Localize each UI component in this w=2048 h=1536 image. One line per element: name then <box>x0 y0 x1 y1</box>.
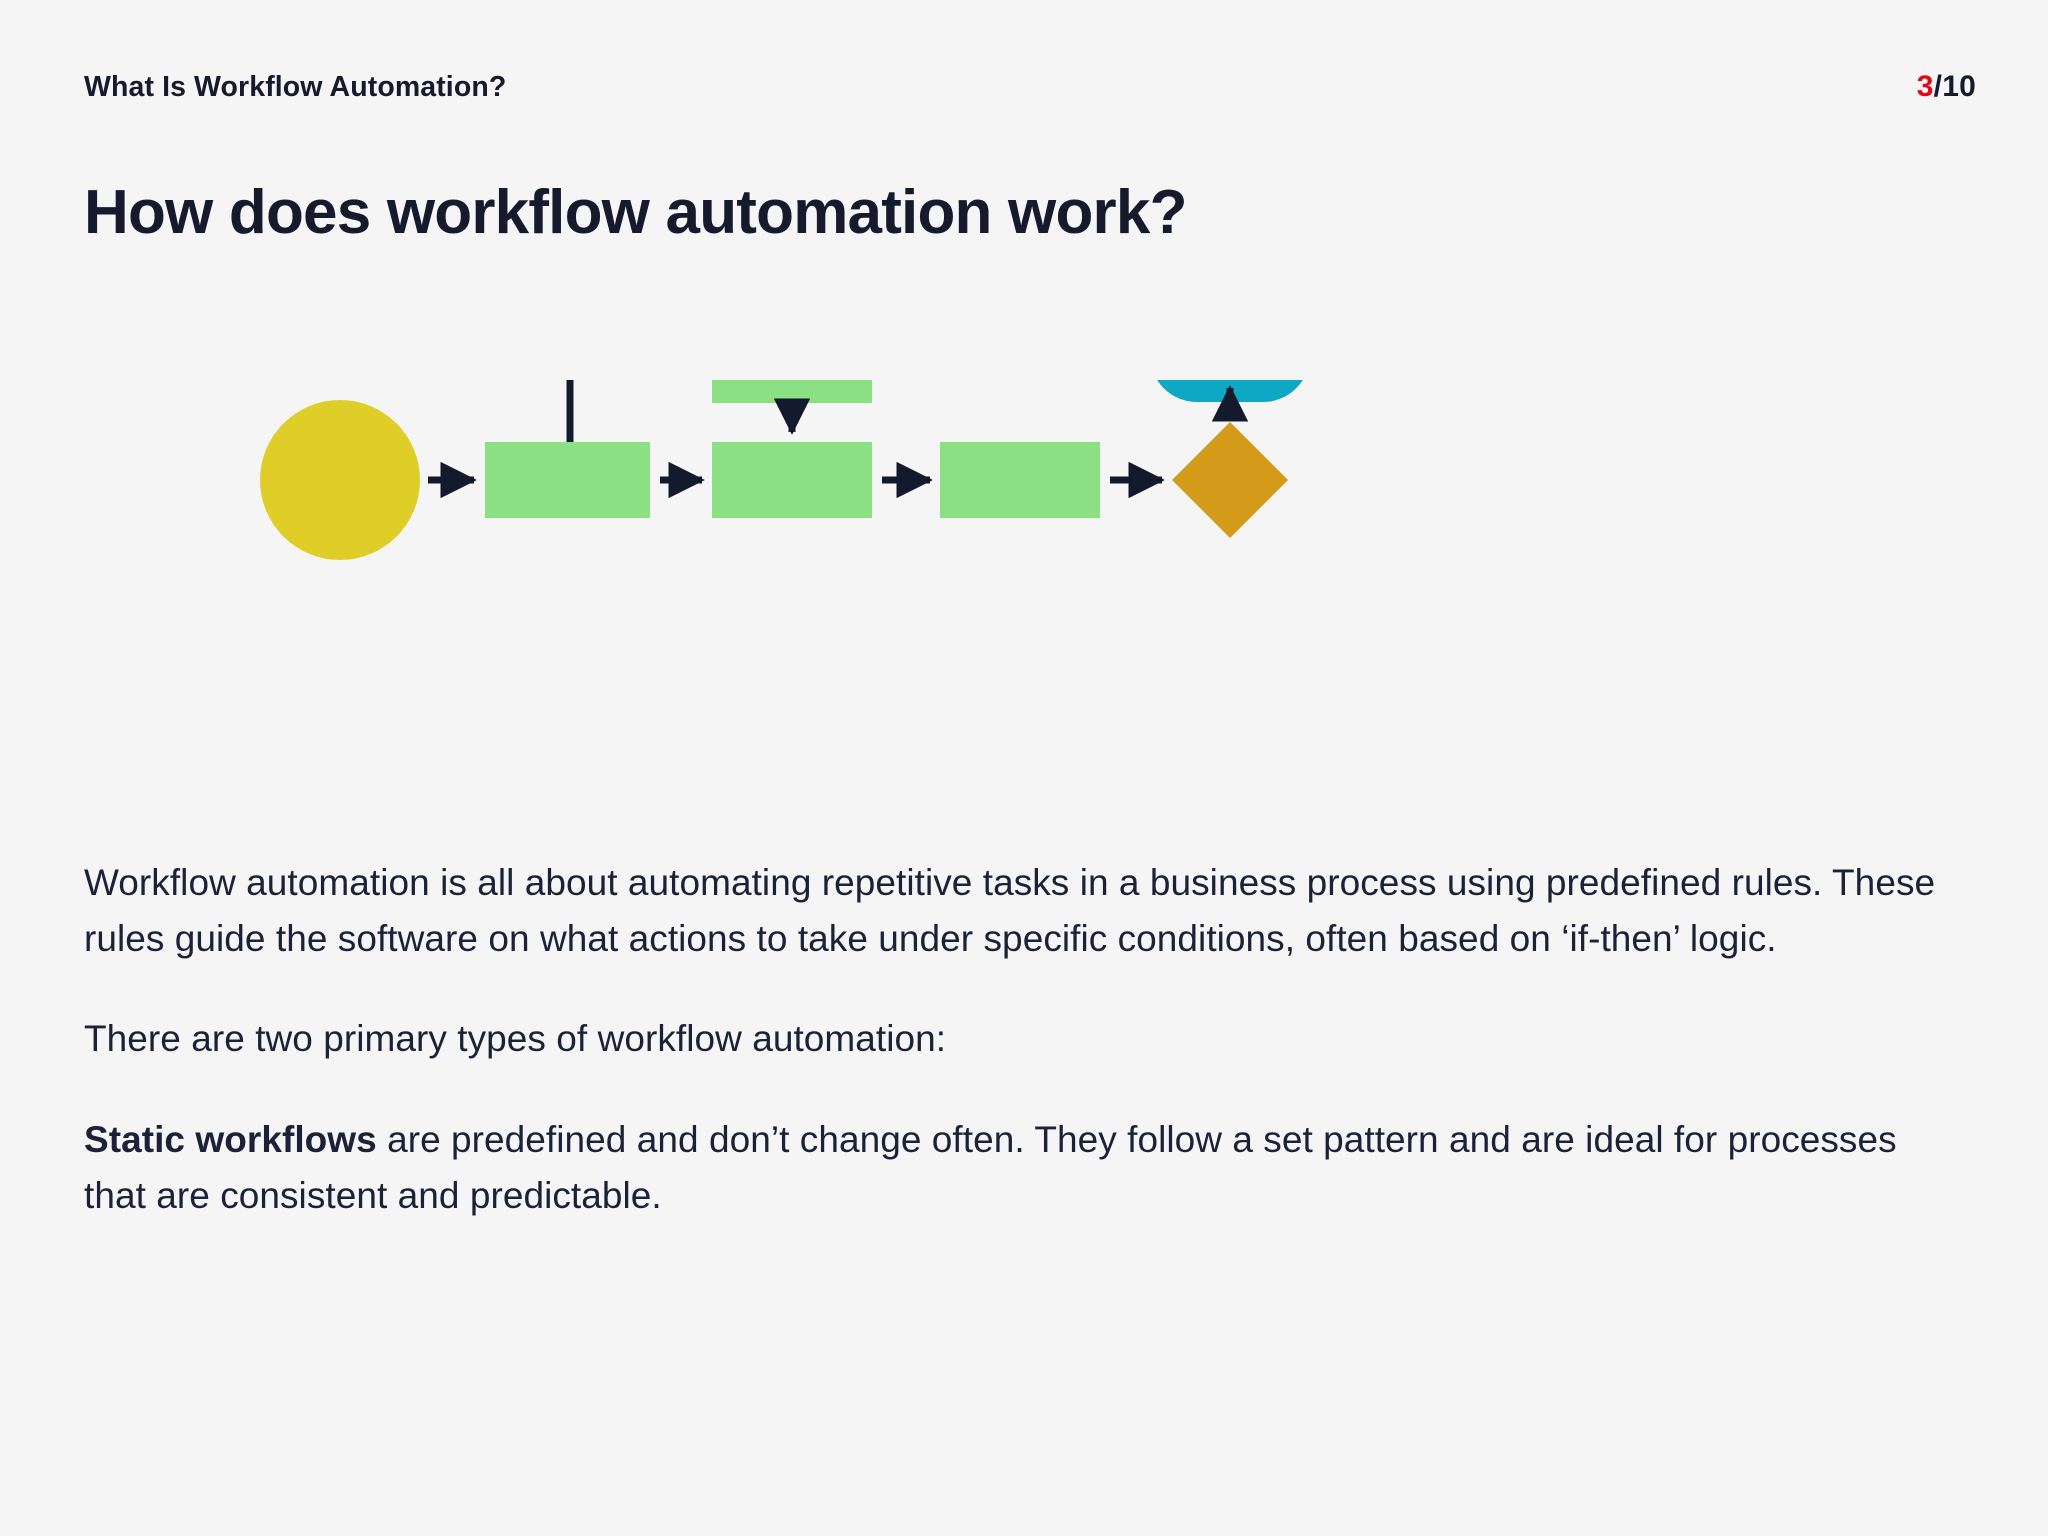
page-indicator: 3/10 <box>1917 70 1976 104</box>
deck-title-kicker: What Is Workflow Automation? <box>84 70 507 103</box>
workflow-diagram <box>0 380 2048 720</box>
page-separator: / <box>1933 70 1943 103</box>
static-workflows-term: Static workflows <box>84 1118 377 1160</box>
node-decision-diamond <box>1172 422 1288 538</box>
node-process-top <box>712 380 872 403</box>
page-total: 10 <box>1942 70 1976 103</box>
static-workflows-description: are predefined and don’t change often. T… <box>84 1118 1897 1216</box>
node-process-2 <box>712 442 872 518</box>
node-process-1 <box>485 442 650 518</box>
page-title: How does workflow automation work? <box>84 178 1187 247</box>
node-process-3 <box>940 442 1100 518</box>
edge-process-1-to-process-top <box>566 380 574 442</box>
workflow-diagram-canvas <box>260 380 1303 560</box>
paragraph-static-workflows: Static workflows are predefined and don’… <box>84 1112 1964 1224</box>
paragraph-intro: Workflow automation is all about automat… <box>84 862 1936 960</box>
paragraph-types-lead-in: There are two primary types of workflow … <box>84 1018 947 1060</box>
slide-header: What Is Workflow Automation? 3/10 <box>84 66 1976 108</box>
body-content: Workflow automation is all about automat… <box>84 855 1964 1224</box>
page-current: 3 <box>1916 70 1934 103</box>
node-start-circle <box>260 400 420 560</box>
